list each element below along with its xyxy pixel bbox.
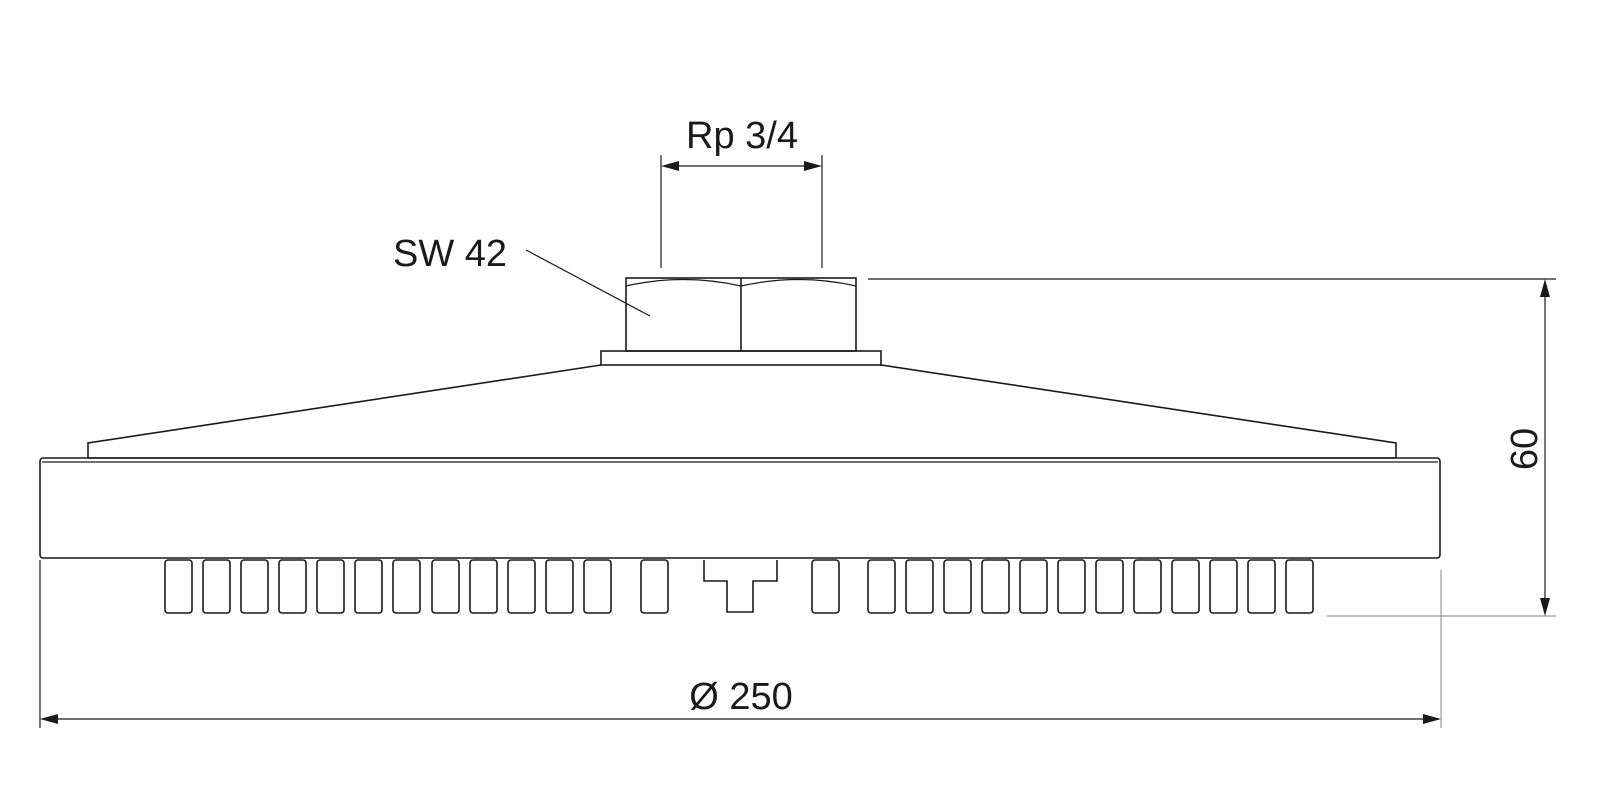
nozzle [316,559,345,614]
nozzle [354,559,383,614]
nozzle [469,559,498,614]
nozzle [943,559,972,614]
nozzle [867,559,896,614]
hex-nut-chamfer [625,278,857,287]
nozzle [545,559,574,614]
nozzle [392,559,421,614]
nozzle [1285,559,1314,614]
center-nozzle-stem [703,560,778,613]
thread-arrow-right [804,161,822,171]
nozzle [1247,559,1276,614]
nozzle [1209,559,1238,614]
thread-size-label: Rp 3/4 [686,115,798,157]
nozzle [1171,559,1200,614]
spray-nozzles [164,559,1314,614]
nozzle [431,559,460,614]
nozzle [278,559,307,614]
main-disc [39,457,1441,559]
nozzle [240,559,269,614]
shower-head-body [39,277,1441,614]
diameter-label: Ø 250 [689,676,793,718]
nozzle [1133,559,1162,614]
wrench-size-callout: SW 42 [393,233,651,317]
nozzle [905,559,934,614]
nozzle [811,559,840,614]
diameter-arrow-left [40,714,58,724]
nozzle [981,559,1010,614]
nozzle [1057,559,1086,614]
nozzle [583,559,612,614]
nozzle [507,559,536,614]
height-arrow-bottom [1540,598,1550,616]
height-label: 60 [1504,428,1546,470]
thread-arrow-left [661,161,679,171]
thread-dimension: Rp 3/4 [660,115,823,268]
wrench-size-label: SW 42 [393,233,507,275]
nozzle [1095,559,1124,614]
flange-washer [600,350,882,366]
height-dimension: 60 [868,278,1556,617]
height-arrow-top [1540,279,1550,297]
nozzle [640,559,669,614]
conical-cover [87,364,1397,458]
wrench-leader-line [525,249,651,317]
nozzle [164,559,193,614]
diameter-dimension: Ø 250 [39,560,1442,728]
nozzle [202,559,231,614]
diameter-arrow-right [1423,714,1441,724]
nozzle [1019,559,1048,614]
